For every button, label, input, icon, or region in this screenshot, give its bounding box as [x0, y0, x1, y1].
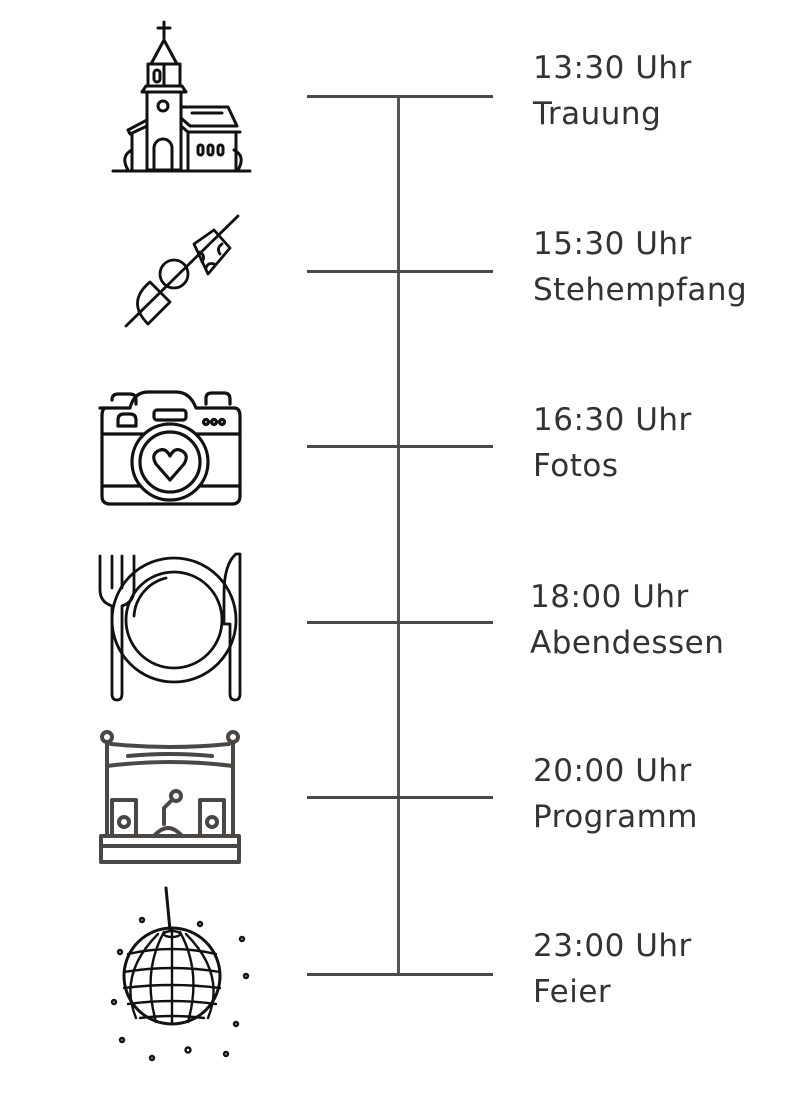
event-4: 18:00 Uhr Abendessen [530, 574, 724, 666]
event-time: 20:00 Uhr [533, 753, 692, 789]
event-title: Abendessen [530, 625, 725, 661]
timeline-tick-3 [307, 445, 493, 448]
event-6: 23:00 Uhr Feier [533, 923, 692, 1015]
event-title: Trauung [533, 96, 662, 132]
event-time: 23:00 Uhr [533, 928, 692, 964]
event-2: 15:30 Uhr Stehempfang [533, 221, 747, 313]
timeline-vertical-line [397, 96, 400, 975]
event-1: 13:30 Uhr Trauung [533, 45, 692, 137]
event-title: Stehempfang [533, 272, 748, 308]
event-time: 15:30 Uhr [533, 226, 692, 262]
timeline-tick-5 [307, 796, 493, 799]
event-5: 20:00 Uhr Programm [533, 748, 698, 840]
camera-icon [98, 386, 244, 510]
event-time: 16:30 Uhr [533, 402, 692, 438]
timeline-tick-1 [307, 95, 493, 98]
skewer-icon [122, 212, 242, 330]
event-title: Programm [533, 799, 698, 835]
timeline-tick-6 [307, 973, 493, 976]
event-title: Feier [533, 974, 612, 1010]
event-time: 13:30 Uhr [533, 50, 692, 86]
disco-ball-icon [100, 884, 260, 1064]
timeline-tick-2 [307, 270, 493, 273]
event-title: Fotos [533, 448, 619, 484]
church-icon [110, 18, 255, 176]
plate-cutlery-icon [96, 550, 246, 702]
event-3: 16:30 Uhr Fotos [533, 397, 692, 489]
stage-icon [98, 728, 244, 868]
timeline-tick-4 [307, 621, 493, 624]
event-time: 18:00 Uhr [530, 579, 689, 615]
